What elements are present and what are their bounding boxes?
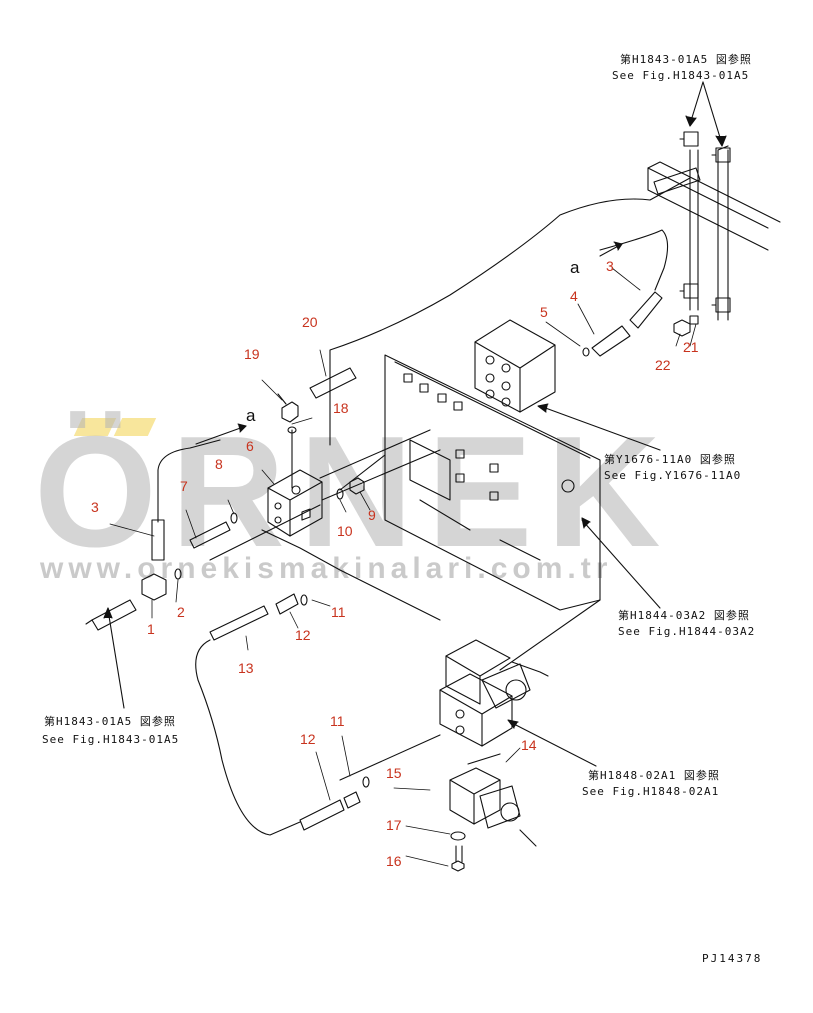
part-number: 3 xyxy=(606,258,614,274)
part-number: 6 xyxy=(246,438,254,454)
valve-stack-14 xyxy=(439,639,549,765)
part-number: 11 xyxy=(331,604,346,620)
hose-20 xyxy=(309,367,357,399)
part-number: 17 xyxy=(386,817,402,833)
reference-jp: 第H1848-02A1 図参照 xyxy=(588,769,720,782)
reference-en: See Fig.H1848-02A1 xyxy=(582,785,720,798)
part-number: 14 xyxy=(521,737,537,753)
hose-13 xyxy=(209,605,269,641)
bolt-7 xyxy=(189,521,231,549)
valve-15 xyxy=(449,767,537,847)
part-number: 2 xyxy=(177,604,185,620)
valve-block-upper xyxy=(474,319,556,413)
part-number: 9 xyxy=(368,507,376,523)
part-number: 12 xyxy=(295,627,311,643)
reference-en: See Fig.H1843-01A5 xyxy=(612,69,750,82)
reference-jp: 第H1843-01A5 図参照 xyxy=(44,715,176,728)
rail-fittings xyxy=(679,131,731,313)
part-number: 20 xyxy=(302,314,318,330)
part-number: 5 xyxy=(540,304,548,320)
hose-loop xyxy=(195,639,301,836)
part-number: 7 xyxy=(180,478,188,494)
reference-en: See Fig.Y1676-11A0 xyxy=(604,469,742,482)
reference-jp: 第H1843-01A5 図参照 xyxy=(620,53,752,66)
part-number: 4 xyxy=(570,288,578,304)
nut-22 xyxy=(673,319,691,337)
part-number: 21 xyxy=(683,339,699,355)
part-number: 3 xyxy=(91,499,99,515)
section-mark: a xyxy=(246,406,256,425)
part-number: 11 xyxy=(330,713,345,729)
fitting-4 xyxy=(591,325,631,357)
mounting-plate xyxy=(384,354,601,611)
part-number: 19 xyxy=(244,346,260,362)
part-number: 8 xyxy=(215,456,223,472)
part-number: 16 xyxy=(386,853,402,869)
watermark-url: www.ornekismakinalari.com.tr xyxy=(40,552,613,585)
part-number: 1 xyxy=(147,621,155,637)
reference-jp: 第H1844-03A2 図参照 xyxy=(618,609,750,622)
hose-3-left xyxy=(157,439,221,523)
part-number: 22 xyxy=(655,357,671,373)
reference-jp: 第Y1676-11A0 図参照 xyxy=(604,453,736,466)
leader-lines xyxy=(109,267,697,867)
elbow-19 xyxy=(281,401,299,423)
block-6 xyxy=(267,469,323,537)
reference-en: See Fig.H1844-03A2 xyxy=(618,625,756,638)
part-number: 13 xyxy=(238,660,254,676)
part-number: 18 xyxy=(333,400,349,416)
section-mark: a xyxy=(570,258,580,277)
part-number: 12 xyxy=(300,731,316,747)
reference-en: See Fig.H1843-01A5 xyxy=(42,733,180,746)
part-number: 10 xyxy=(337,523,353,539)
figure-number: PJ14378 xyxy=(702,952,763,965)
tee-1 xyxy=(141,573,167,601)
part-number: 15 xyxy=(386,765,402,781)
long-hose xyxy=(329,177,691,446)
hose-3-upper xyxy=(599,229,669,291)
frame-rails xyxy=(647,145,781,321)
reference-arrows xyxy=(103,81,727,767)
